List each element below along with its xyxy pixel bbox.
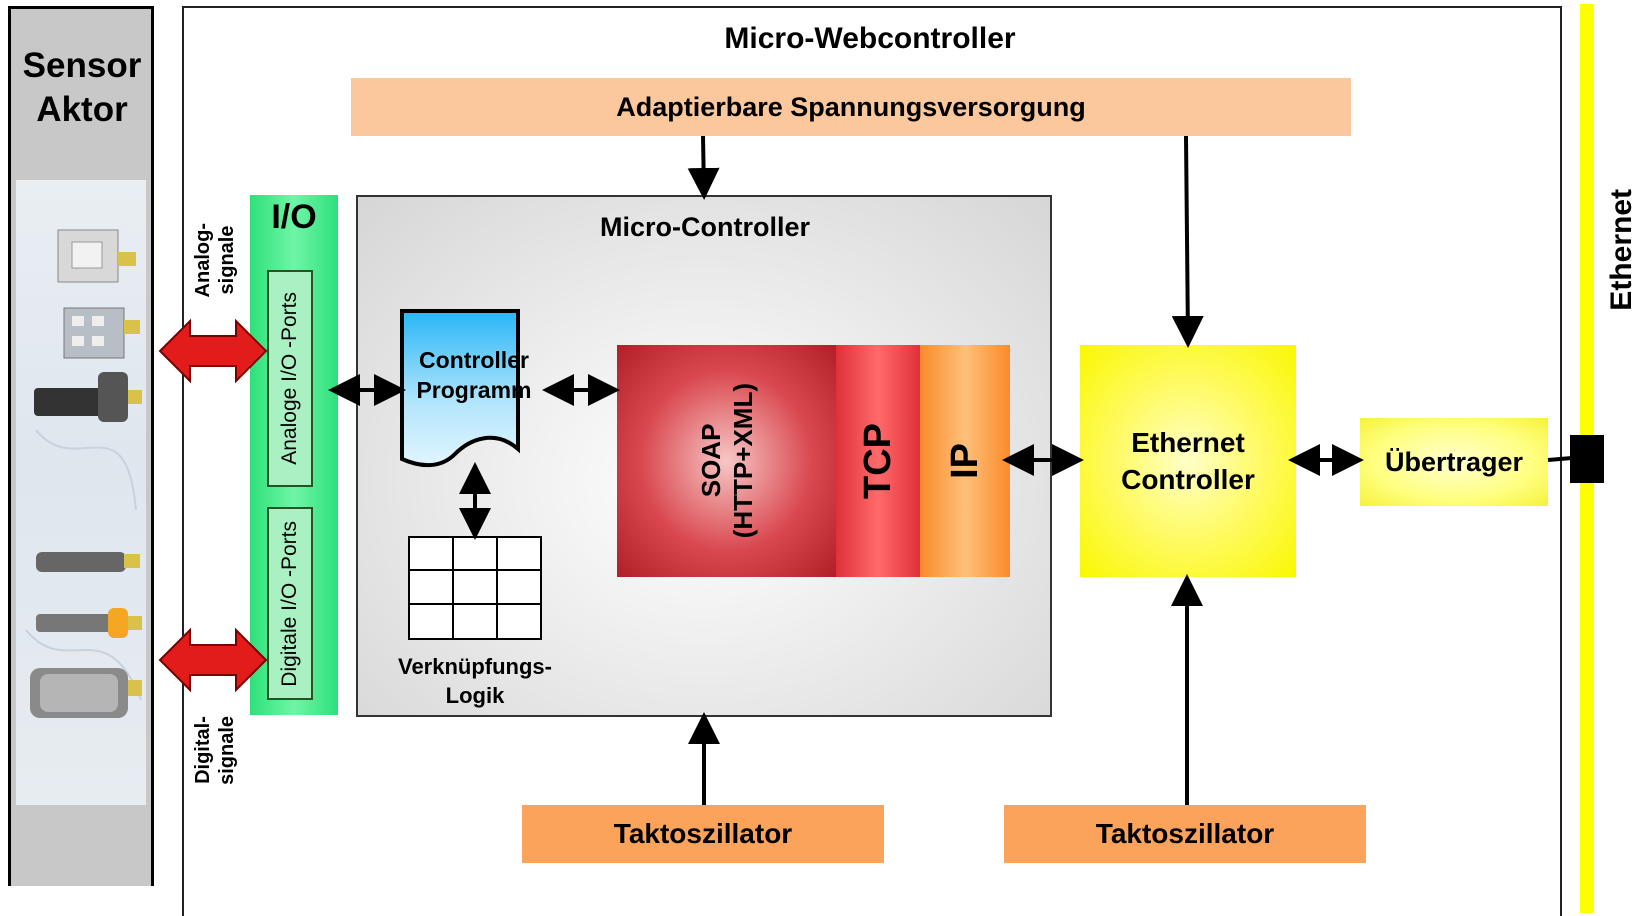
sensor-devices-image: [16, 180, 146, 805]
sensor-devices-illustration: [25, 229, 142, 718]
analog-signal-arrow: [158, 318, 268, 384]
ip-block: IP: [920, 345, 1010, 577]
clock-oscillator-2-label: Taktoszillator: [1095, 818, 1275, 849]
transformer-block: Übertrager: [1360, 418, 1548, 506]
controller-program-label: Controller Programm: [400, 345, 548, 405]
ethernet-controller-block: Ethernet Controller: [1080, 345, 1296, 577]
sensor-actor-title: Sensor Aktor: [12, 44, 152, 132]
digital-signal-arrow: [158, 627, 268, 693]
clock-oscillator-1-label: Taktoszillator: [613, 818, 793, 849]
power-supply-label: Adaptierbare Spannungsversorgung: [616, 91, 1086, 122]
transformer-bus-line: [1547, 456, 1573, 462]
logic-label: Verknüpfungs- Logik: [380, 652, 570, 710]
transformer-label: Übertrager: [1384, 446, 1524, 477]
ethernet-controller-line2: Controller: [1121, 464, 1255, 495]
ethernet-connector: [1570, 435, 1604, 483]
controller-program-line1: Controller: [419, 347, 529, 373]
sensor-title-line2: Aktor: [36, 90, 128, 129]
io-title: I/O: [271, 198, 317, 236]
logic-line2: Logik: [445, 683, 505, 708]
logic-grid-icon: [408, 536, 542, 640]
main-title: Micro-Webcontroller: [724, 22, 1016, 55]
tcp-block: TCP: [836, 345, 920, 577]
logic-line1: Verknüpfungs-: [397, 654, 552, 679]
digital-ports-box: Digitale I/O -Ports: [267, 507, 313, 700]
power-supply-block: Adaptierbare Spannungsversorgung: [351, 78, 1351, 136]
analog-ports-box: Analoge I/O -Ports: [267, 270, 313, 487]
sensor-title-line1: Sensor: [22, 46, 142, 85]
ethernet-controller-line1: Ethernet: [1131, 427, 1245, 458]
power-to-eth-arrow: [1171, 135, 1204, 348]
micro-controller-title: Micro-Controller: [599, 212, 810, 242]
power-to-mc-arrow: [687, 135, 720, 200]
clock-oscillator-2: Taktoszillator: [1004, 805, 1366, 863]
controller-program-line2: Programm: [416, 377, 532, 403]
controller-program-shape: [400, 309, 520, 468]
soap-block: SOAP (HTTP+XML): [617, 345, 836, 577]
clock-oscillator-1: Taktoszillator: [522, 805, 884, 863]
